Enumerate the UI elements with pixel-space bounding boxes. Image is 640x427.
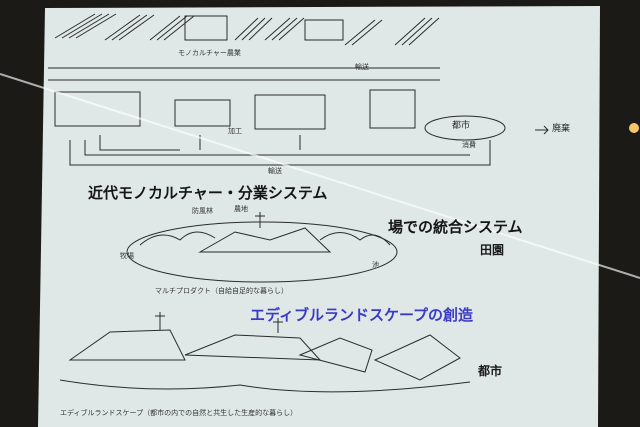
countryside-label: 田園 [480,243,505,257]
pasture-label: 牧場 [120,252,134,260]
processing-label: 加工 [228,127,242,135]
farmland-label: 農地 [234,205,248,213]
local-system-heading: 場での統合システム [388,218,523,236]
multiproduct-caption: マルチプロダクト（自給自足的な暮らし） [155,287,288,295]
waste-label: 廃棄 [552,124,571,134]
pond-label: 池 [372,261,379,269]
windbreak-label: 防風林 [192,207,213,215]
edible-landscape-heading: エディブルランドスケープの創造 [250,306,474,324]
transport-top-label: 輸送 [355,63,369,71]
monoculture-label: モノカルチャー農業 [178,49,241,57]
modern-system-heading: 近代モノカルチャー・分業システム [88,184,328,202]
city-label-top: 都市 [452,121,471,131]
consumption-label: 消費 [462,141,476,149]
processing-network [48,67,549,166]
urban-landscape [59,312,471,393]
projection-screen [38,6,600,427]
edible-landscape-caption: エディブルランドスケープ（都市の内での自然と共生した生産的な暮らし） [60,409,298,417]
city-label-bottom: 都市 [478,364,503,378]
light-streak [0,73,640,279]
transport-bottom-label: 輸送 [268,167,282,175]
monoculture-fields [54,13,440,46]
countryside-landscape [126,212,398,283]
light-flare [629,123,639,133]
